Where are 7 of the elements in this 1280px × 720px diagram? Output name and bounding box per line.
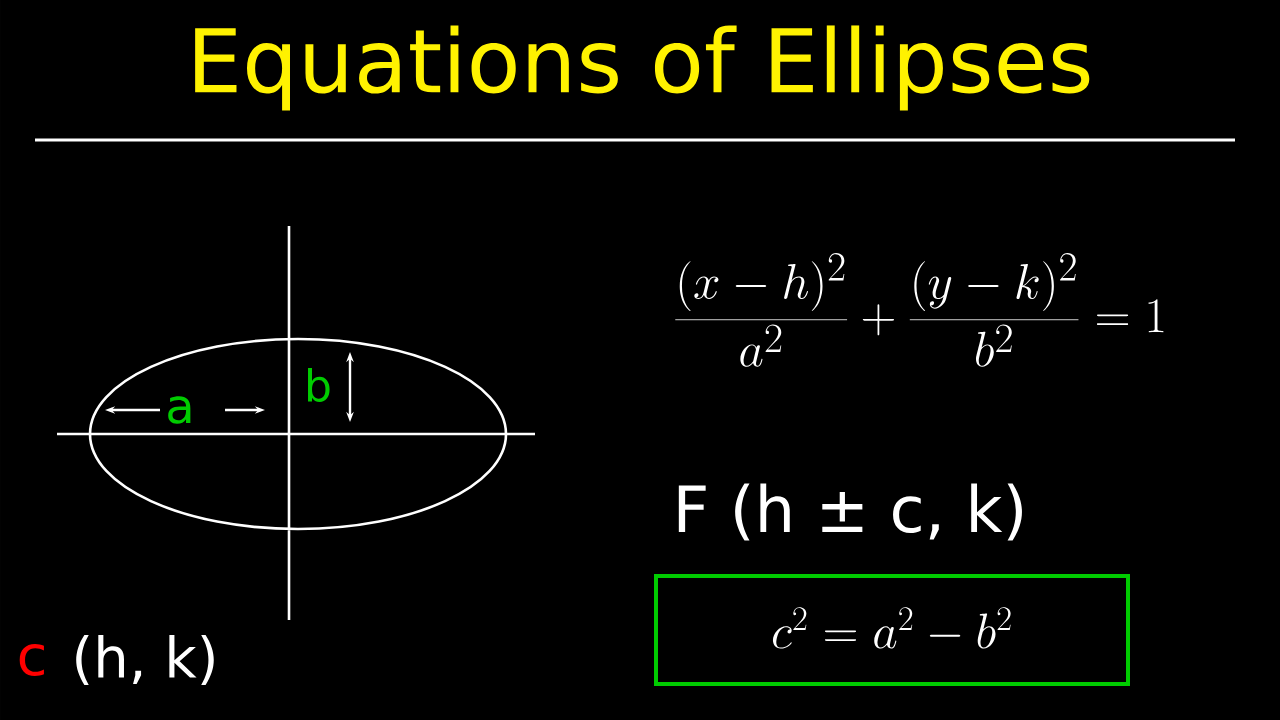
label: (h, k) xyxy=(76,635,214,685)
label: c xyxy=(19,643,44,677)
diagram-title: Equations of Ellipses xyxy=(195,25,1090,111)
label: b xyxy=(308,368,330,403)
formula-box: $c^{2} = a^{2} - b^{2}$ xyxy=(654,574,1130,686)
equation: $\frac{(x-h)^{2}}{a^{2}} + \frac{(y-k)^{2}}{b^{2}} = 1$ xyxy=(675,253,1164,367)
label: a xyxy=(168,396,191,424)
